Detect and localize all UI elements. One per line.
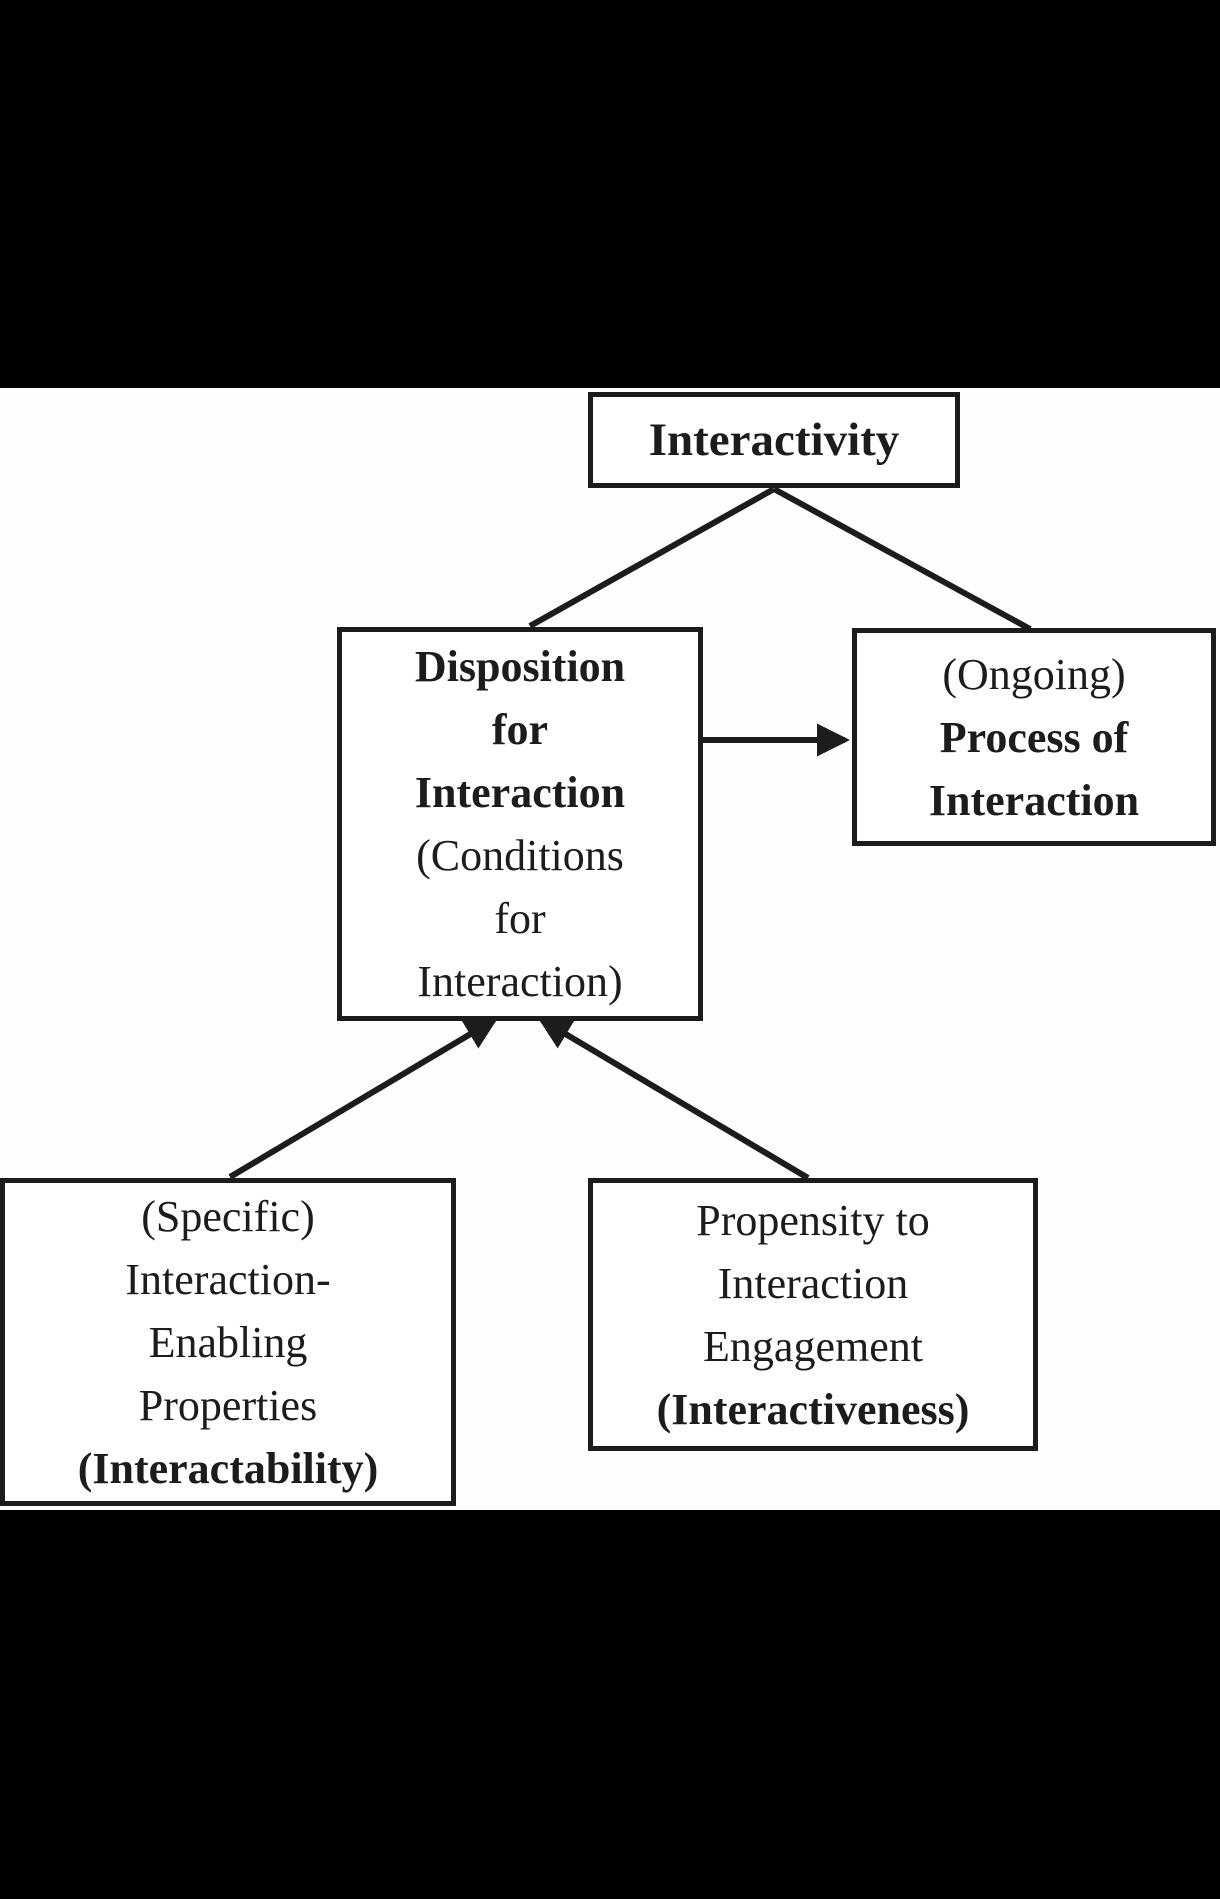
node-disposition-line-3: Interaction <box>414 768 626 817</box>
node-interactiveness-line-1: Propensity to <box>696 1195 930 1245</box>
node-disposition-line-5: for <box>494 894 546 943</box>
node-interactability: (Specific) Interaction- Enabling Propert… <box>0 1178 456 1506</box>
node-interactiveness-line-3: Engagement <box>703 1321 923 1371</box>
node-process-of-interaction: (Ongoing) Process of Interaction <box>852 628 1216 846</box>
node-interactiveness-line-2: Interaction <box>717 1258 909 1308</box>
letterbox-top-bar <box>0 0 1220 388</box>
node-interactability-line-4: Properties <box>138 1380 318 1430</box>
connector-interactivity-to-process <box>772 486 1032 632</box>
letterbox-bottom-bar <box>0 1510 1220 1899</box>
connector-interactability-to-disposition-arrow <box>228 1017 499 1180</box>
node-disposition-line-4: (Conditions <box>416 831 624 880</box>
node-process-line-1: (Ongoing) <box>942 649 1126 699</box>
node-interactiveness-line-4: (Interactiveness) <box>656 1384 970 1434</box>
node-interactability-line-2: Interaction- <box>125 1254 331 1304</box>
node-disposition-for-interaction: Disposition for Interaction (Conditions … <box>337 627 703 1021</box>
node-interactability-line-1: (Specific) <box>141 1191 315 1241</box>
node-interactability-line-5: (Interactability) <box>77 1443 379 1493</box>
node-interactivity-label: Interactivity <box>648 414 900 466</box>
node-process-line-3: Interaction <box>928 775 1140 825</box>
node-process-line-2: Process of <box>939 712 1129 762</box>
node-disposition-line-2: for <box>491 705 549 754</box>
node-disposition-line-6: Interaction) <box>417 957 623 1006</box>
connector-interactivity-to-disposition <box>528 486 776 629</box>
node-interactivity: Interactivity <box>588 392 960 488</box>
node-interactiveness: Propensity to Interaction Engagement (In… <box>588 1178 1038 1451</box>
connector-interactiveness-to-disposition-arrow <box>537 1017 810 1181</box>
node-disposition-line-1: Disposition <box>414 642 626 691</box>
node-interactability-line-3: Enabling <box>148 1317 308 1367</box>
